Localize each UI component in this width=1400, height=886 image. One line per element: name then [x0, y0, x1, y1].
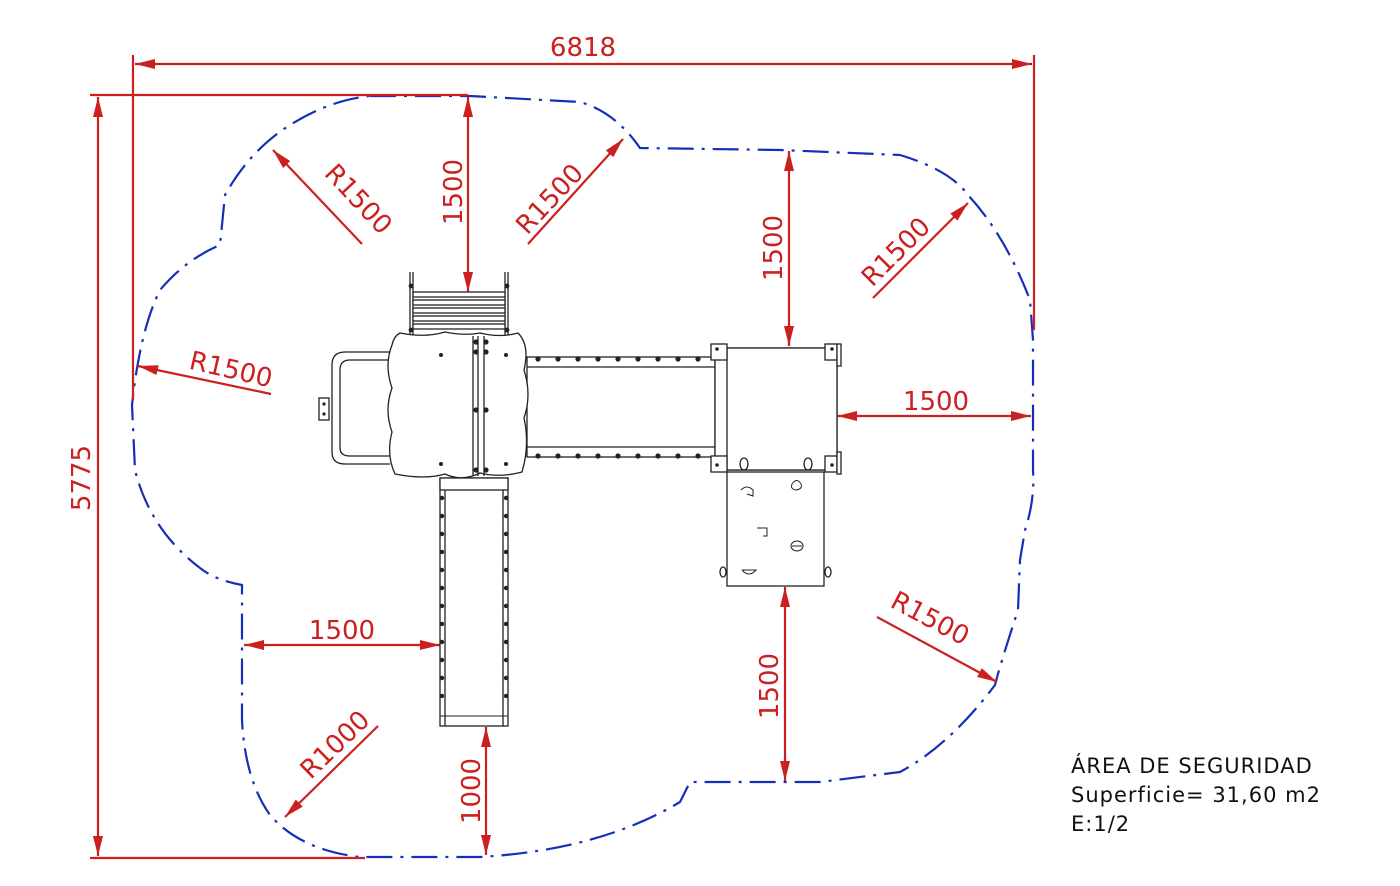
slide-bolt [503, 585, 509, 591]
bridge-bolt [695, 356, 701, 362]
slide-bolt [503, 531, 509, 537]
slide-bolt [503, 567, 509, 573]
slide-bolt [503, 657, 509, 663]
bridge-bolt [615, 356, 621, 362]
overall-height-dimension: 5775 [67, 93, 468, 860]
bridge-bolt [675, 453, 681, 459]
radius-lower-left: R1000 [284, 705, 379, 818]
slide [439, 477, 509, 727]
radius-lower-left-label: R1000 [295, 705, 376, 785]
bridge-bolt [635, 356, 641, 362]
legend-scale: E:1/2 [1071, 812, 1131, 836]
bridge-bolt [595, 356, 601, 362]
right-platform [710, 343, 842, 475]
platform-top-clearance-dimension: 1500 [759, 151, 794, 346]
slide-bolt [503, 495, 509, 501]
tower-platform [387, 331, 529, 479]
bridge-bolt [535, 453, 541, 459]
left-slide-clearance-label: 1500 [309, 616, 375, 646]
slide-bolt [439, 513, 445, 519]
legend-title: ÁREA DE SEGURIDAD [1071, 754, 1313, 778]
slide-bolt [503, 621, 509, 627]
slide-bolt [439, 549, 445, 555]
bridge-bolt [635, 453, 641, 459]
top-clearance-label: 1500 [439, 159, 469, 225]
bridge-bolt [615, 453, 621, 459]
slide-bolt [503, 693, 509, 699]
top-clearance-dimension: 1500 [439, 97, 473, 292]
slide-bolt [439, 639, 445, 645]
radius-left-label: R1500 [186, 346, 275, 394]
left-slide-clearance-dimension: 1500 [244, 616, 440, 650]
slide-bolt [439, 603, 445, 609]
handrail [318, 351, 390, 465]
bridge-bolt [535, 356, 541, 362]
right-clearance-label: 1500 [903, 387, 969, 417]
overall-width-dimension: 6818 [131, 33, 1036, 400]
bridge-bolt [595, 453, 601, 459]
overall-width-label: 6818 [550, 33, 616, 63]
bottom-climb-clearance-dimension: 1500 [755, 587, 790, 781]
slide-bolt [439, 657, 445, 663]
overall-height-label: 5775 [67, 445, 97, 511]
radius-upper-middle: R1500 [510, 138, 624, 245]
bridge [526, 356, 716, 459]
bridge-bolt [555, 453, 561, 459]
radius-upper-right: R1500 [856, 202, 969, 299]
slide-bolt [503, 549, 509, 555]
bridge-bolt [695, 453, 701, 459]
bridge-bolt [655, 453, 661, 459]
radius-upper-left-label: R1500 [318, 159, 397, 241]
slide-bolt [439, 531, 445, 537]
safety-area-legend: ÁREA DE SEGURIDAD Superficie= 31,60 m2 E… [1071, 752, 1391, 839]
slide-bolt [503, 603, 509, 609]
slide-bolt [503, 513, 509, 519]
slide-bolt [439, 675, 445, 681]
radius-left: R1500 [137, 346, 275, 396]
bridge-bolt [675, 356, 681, 362]
slide-bolt [503, 639, 509, 645]
climbing-wall [719, 471, 832, 587]
radius-lower-right-label: R1500 [886, 586, 974, 652]
bottom-climb-clearance-label: 1500 [755, 653, 785, 719]
legend-surface: Superficie= 31,60 m2 [1071, 783, 1321, 807]
bridge-bolt [575, 356, 581, 362]
radius-upper-middle-label: R1500 [510, 159, 589, 241]
slide-end-clearance-label: 1000 [457, 758, 487, 824]
playground-equipment [318, 272, 842, 727]
bridge-bolt [555, 356, 561, 362]
radius-upper-left: R1500 [272, 149, 398, 245]
radius-upper-right-label: R1500 [856, 212, 937, 293]
bridge-bolt [575, 453, 581, 459]
stairs [408, 272, 510, 340]
safety-area-outline [130, 94, 1035, 859]
slide-bolt [439, 693, 445, 699]
radius-lower-right: R1500 [876, 586, 998, 683]
slide-bolt [503, 675, 509, 681]
platform-top-clearance-label: 1500 [759, 215, 789, 281]
slide-bolt [439, 495, 445, 501]
bridge-bolt [655, 356, 661, 362]
slide-bolt [439, 621, 445, 627]
slide-bolt [439, 567, 445, 573]
right-clearance-dimension: 1500 [837, 387, 1031, 421]
slide-end-clearance-dimension: 1000 [457, 727, 491, 855]
slide-bolt [439, 585, 445, 591]
